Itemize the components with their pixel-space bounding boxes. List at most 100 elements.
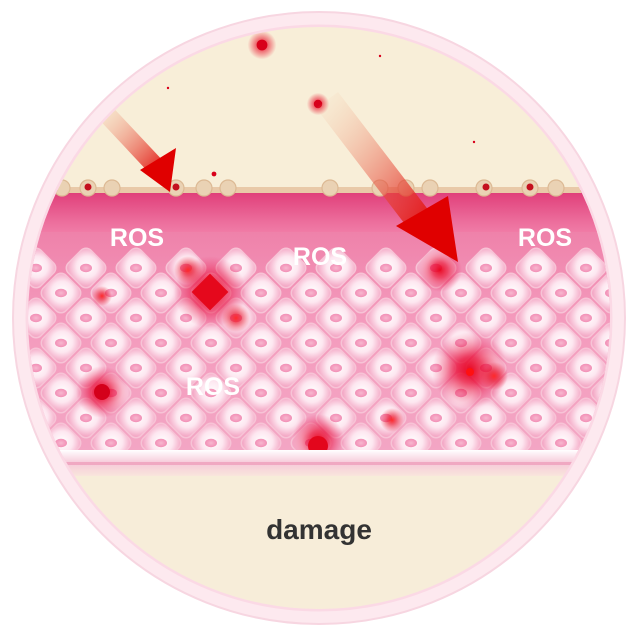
- skin-cell: [490, 272, 532, 314]
- cell-nucleus: [380, 363, 392, 373]
- surface-bump: [547, 179, 565, 197]
- skin-cell: [565, 247, 607, 289]
- skin-cell: [390, 272, 432, 314]
- cell-nucleus: [55, 288, 67, 298]
- cell-nucleus: [430, 413, 442, 423]
- skin-cell: [565, 297, 607, 339]
- cell-nucleus: [230, 363, 242, 373]
- ros-dot-icon: [526, 183, 534, 191]
- cell-nucleus: [80, 313, 92, 323]
- skin-cell: [590, 272, 610, 314]
- skin-cell: [240, 272, 282, 314]
- cell-nucleus: [505, 288, 517, 298]
- surface-edge: [28, 187, 610, 193]
- cell-nucleus: [230, 413, 242, 423]
- cell-nucleus: [405, 438, 417, 448]
- cell-nucleus: [30, 263, 42, 273]
- cell-nucleus: [55, 388, 67, 398]
- cell-nucleus: [205, 338, 217, 348]
- skin-cell: [590, 322, 610, 364]
- cell-nucleus: [305, 338, 317, 348]
- skin-cell: [265, 347, 307, 389]
- cell-nucleus: [355, 388, 367, 398]
- cell-nucleus: [255, 338, 267, 348]
- cell-nucleus: [205, 388, 217, 398]
- cell-nucleus: [55, 438, 67, 448]
- cell-nucleus: [155, 338, 167, 348]
- cell-nucleus: [155, 288, 167, 298]
- cell-nucleus: [355, 288, 367, 298]
- ros-label-top-left: ROS: [110, 224, 164, 252]
- skin-cell: [265, 247, 307, 289]
- cell-nucleus: [105, 338, 117, 348]
- ros-label-top-center: ROS: [293, 243, 347, 271]
- cell-nucleus: [130, 363, 142, 373]
- skin-cell: [540, 322, 582, 364]
- cell-nucleus: [580, 363, 592, 373]
- cell-nucleus: [555, 438, 567, 448]
- lower-line: [28, 462, 610, 465]
- cell-nucleus: [480, 313, 492, 323]
- skin-cell: [515, 347, 557, 389]
- skin-cell: [40, 272, 82, 314]
- cell-nucleus: [130, 313, 142, 323]
- cell-nucleus: [205, 438, 217, 448]
- skin-cell: [315, 297, 357, 339]
- skin-cell: [340, 372, 382, 414]
- skin-cell: [465, 247, 507, 289]
- cell-nucleus: [80, 263, 92, 273]
- cell-nucleus: [280, 263, 292, 273]
- ros-dot-icon: [378, 54, 382, 58]
- skin-cell: [140, 272, 182, 314]
- skin-cell: [65, 247, 107, 289]
- ros-glow: [480, 362, 508, 390]
- cell-nucleus: [255, 288, 267, 298]
- skin-top-band: [28, 190, 610, 232]
- cell-nucleus: [605, 338, 610, 348]
- cell-nucleus: [380, 313, 392, 323]
- cell-nucleus: [530, 263, 542, 273]
- skin-cell: [540, 372, 582, 414]
- skin-cell: [65, 297, 107, 339]
- skin-cell: [365, 247, 407, 289]
- ros-dot-icon: [482, 183, 490, 191]
- cell-nucleus: [355, 438, 367, 448]
- skin-cell: [215, 347, 257, 389]
- surface-bump: [219, 179, 237, 197]
- cell-nucleus: [130, 263, 142, 273]
- skin-cell: [390, 372, 432, 414]
- skin-cell: [115, 397, 157, 439]
- ros-dot-icon: [211, 171, 217, 177]
- cell-nucleus: [180, 363, 192, 373]
- cell-nucleus: [30, 313, 42, 323]
- cell-nucleus: [280, 413, 292, 423]
- skin-cell: [365, 297, 407, 339]
- cell-nucleus: [505, 388, 517, 398]
- cell-nucleus: [105, 438, 117, 448]
- cell-nucleus: [505, 438, 517, 448]
- cell-nucleus: [405, 338, 417, 348]
- skin-cell: [315, 347, 357, 389]
- skin-cell: [415, 397, 457, 439]
- cell-nucleus: [455, 438, 467, 448]
- ros-glow: [418, 248, 462, 292]
- cell-nucleus: [30, 363, 42, 373]
- cell-nucleus: [155, 388, 167, 398]
- skin-cell: [465, 297, 507, 339]
- skin-cell: [240, 322, 282, 364]
- skin-cell: [340, 322, 382, 364]
- ros-glow-spots: [76, 248, 508, 466]
- cell-nucleus: [530, 413, 542, 423]
- skin-cell: [165, 397, 207, 439]
- ros-dot-icon: [166, 86, 170, 90]
- cell-nucleus: [330, 263, 342, 273]
- cell-nucleus: [555, 288, 567, 298]
- skin-cell: [28, 297, 57, 339]
- skin-cell: [165, 347, 207, 389]
- ros-glow: [92, 286, 112, 306]
- skin-cell: [415, 297, 457, 339]
- skin-cell: [390, 322, 432, 364]
- cell-nucleus: [255, 388, 267, 398]
